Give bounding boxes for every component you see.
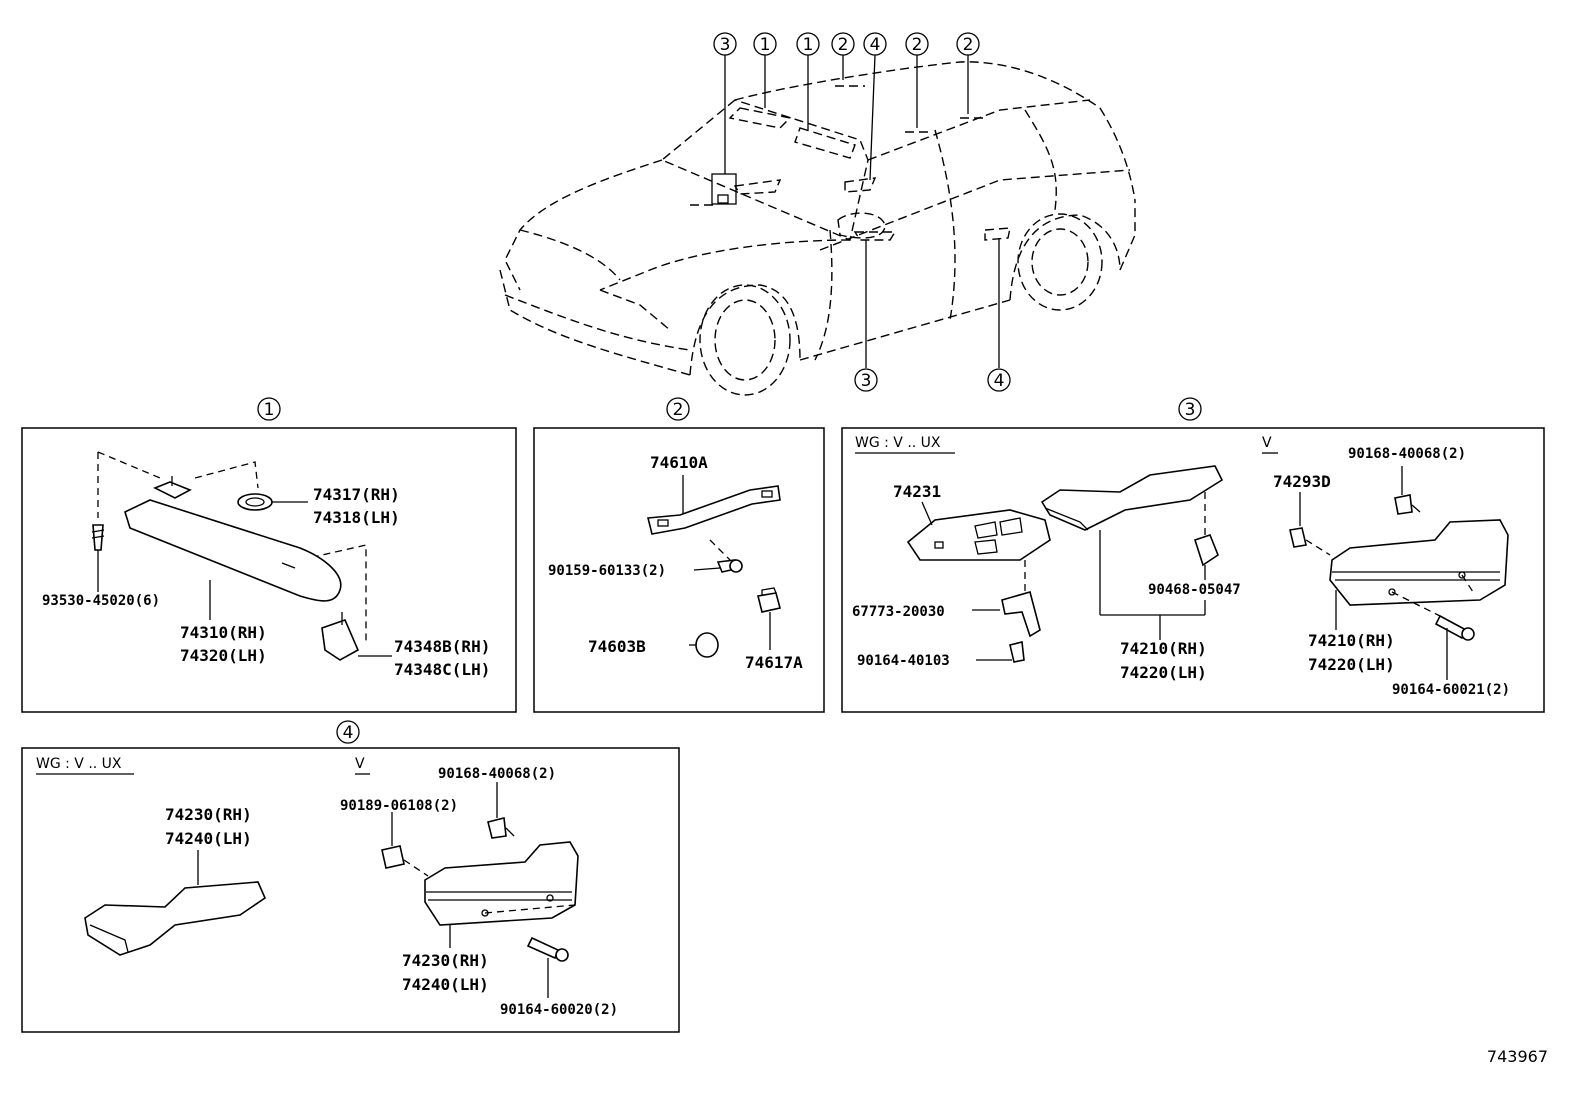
car-marker-1-a: 1 bbox=[760, 35, 771, 55]
clip-74617a bbox=[757, 592, 781, 613]
section-4-frame bbox=[21, 747, 680, 1033]
section-4-variant-v: V bbox=[355, 756, 365, 772]
label-74240-wg: 74240(LH) bbox=[165, 829, 252, 848]
visor-pivot bbox=[153, 481, 192, 499]
car-marker-2-b: 2 bbox=[912, 35, 923, 55]
label-74230-v: 74230(RH) bbox=[402, 951, 489, 970]
nut-74293d bbox=[1289, 527, 1307, 548]
car-marker-1-b: 1 bbox=[803, 35, 814, 55]
car-marker-2-c: 2 bbox=[963, 35, 974, 55]
grip-74210-wg bbox=[1040, 465, 1224, 531]
label-74318: 74318(LH) bbox=[313, 508, 400, 527]
car-illustration bbox=[499, 61, 1136, 396]
sun-visor bbox=[124, 499, 342, 602]
label-90168-s3: 90168-40068(2) bbox=[1348, 446, 1466, 462]
section-4-label: 4 bbox=[343, 723, 354, 743]
grip-74210-v bbox=[1329, 519, 1509, 606]
label-90164-60020: 90164-60020(2) bbox=[500, 1002, 618, 1018]
car-callouts-bottom: 3 4 bbox=[854, 238, 1011, 392]
section-4: 4 WG : V .. UX V 74230(RH) 74240(LH) 901… bbox=[21, 720, 680, 1033]
screw-90164-60020 bbox=[526, 936, 560, 960]
label-74210-wg: 74210(RH) bbox=[1120, 639, 1207, 658]
label-74348c: 74348C(LH) bbox=[394, 660, 490, 679]
section-3-variant-v: V bbox=[1262, 435, 1272, 451]
section-2: 2 74610A 90159-60133(2) 74603B 74617A bbox=[533, 397, 825, 713]
label-74317: 74317(RH) bbox=[313, 485, 400, 504]
section-3-frame bbox=[841, 427, 1545, 713]
grip-74230-v bbox=[424, 841, 579, 926]
section-3-variant-wg: WG : V .. UX bbox=[855, 435, 941, 451]
label-90164-40103: 90164-40103 bbox=[857, 653, 950, 669]
label-74293d: 74293D bbox=[1273, 472, 1331, 491]
holder-74348b bbox=[321, 619, 360, 661]
section-2-label: 2 bbox=[673, 400, 684, 420]
label-93530: 93530-45020(6) bbox=[42, 593, 160, 609]
grommet-74317 bbox=[237, 493, 273, 511]
section-4-variant-wg: WG : V .. UX bbox=[36, 756, 122, 772]
label-90159: 90159-60133(2) bbox=[548, 563, 666, 579]
bracket-67773 bbox=[1001, 591, 1041, 638]
label-74320: 74320(LH) bbox=[180, 646, 267, 665]
clip-74603b bbox=[695, 632, 719, 658]
label-74310: 74310(RH) bbox=[180, 623, 267, 642]
section-3: 3 WG : V .. UX V bbox=[841, 397, 1545, 713]
section-3-label: 3 bbox=[1185, 400, 1196, 420]
section-1-frame bbox=[21, 427, 517, 713]
car-marker-4-top: 4 bbox=[870, 35, 881, 55]
label-74231: 74231 bbox=[893, 482, 941, 501]
label-74220-v: 74220(LH) bbox=[1308, 655, 1395, 674]
label-90468: 90468-05047 bbox=[1148, 582, 1241, 598]
label-74617a: 74617A bbox=[745, 653, 803, 672]
label-90168-s4: 90168-40068(2) bbox=[438, 766, 556, 782]
label-90189: 90189-06108(2) bbox=[340, 798, 458, 814]
car-marker-3-top: 3 bbox=[720, 35, 731, 55]
label-74610a: 74610A bbox=[650, 453, 708, 472]
car-marker-4-bottom: 4 bbox=[994, 371, 1005, 391]
car-marker-2-a: 2 bbox=[838, 35, 849, 55]
label-74230-wg: 74230(RH) bbox=[165, 805, 252, 824]
label-74220-wg: 74220(LH) bbox=[1120, 663, 1207, 682]
bracket-74610a bbox=[646, 485, 781, 535]
section-1: 1 74317(RH) 74318(LH) 93530-45020(6) 743… bbox=[21, 397, 517, 713]
screw-90168-s3 bbox=[1394, 494, 1413, 515]
car-marker-3-bottom: 3 bbox=[861, 371, 872, 391]
diagram-id: 743967 bbox=[1487, 1047, 1548, 1066]
grip-74230-wg bbox=[84, 881, 266, 956]
label-74240-v: 74240(LH) bbox=[402, 975, 489, 994]
label-74348b: 74348B(RH) bbox=[394, 637, 490, 656]
section-1-label: 1 bbox=[264, 400, 275, 420]
section-2-frame bbox=[533, 427, 825, 713]
screw-90164-60021 bbox=[1434, 614, 1468, 640]
car-callouts-top: 3 1 1 2 4 2 2 bbox=[713, 32, 980, 181]
label-74210-v: 74210(RH) bbox=[1308, 631, 1395, 650]
screw-90168-s4 bbox=[487, 817, 507, 839]
nut-90189 bbox=[381, 845, 405, 869]
label-74603b: 74603B bbox=[588, 637, 646, 656]
label-90164-60021: 90164-60021(2) bbox=[1392, 682, 1510, 698]
clip-90468 bbox=[1193, 534, 1219, 567]
label-67773: 67773-20030 bbox=[852, 604, 945, 620]
screw-90164-40103 bbox=[1009, 641, 1025, 663]
